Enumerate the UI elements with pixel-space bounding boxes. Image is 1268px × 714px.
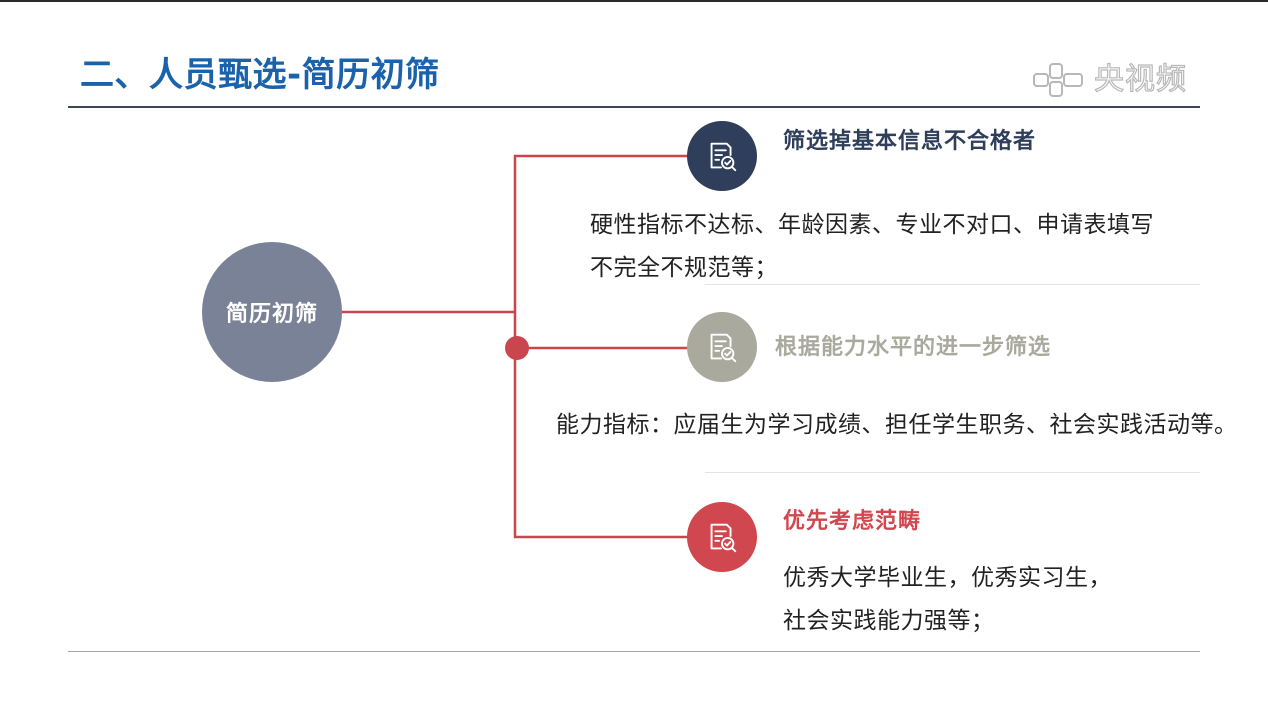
- divider-1: [705, 284, 1200, 285]
- bottom-rule: [68, 651, 1200, 652]
- watermark-logo-icon: [1033, 63, 1083, 97]
- branch-1-text-line-1: 硬性指标不达标、年龄因素、专业不对口、申请表填写: [590, 212, 1154, 238]
- branch-3-heading: 优先考虑范畴: [783, 509, 922, 534]
- watermark-logo: 央视频: [1030, 58, 1187, 102]
- top-edge-line: [0, 0, 1268, 2]
- branch-3-text-line-1: 优秀大学毕业生，优秀实习生，: [783, 565, 1112, 591]
- branch-2-heading: 根据能力水平的进一步筛选: [775, 335, 1052, 360]
- branch-1-heading: 筛选掉基本信息不合格者: [783, 129, 1037, 154]
- document-search-icon: [710, 142, 737, 172]
- branch-2-text-line-1: 能力指标：应届生为学习成绩、担任学生职务、社会实践活动等。: [556, 412, 1238, 438]
- branch-3-text-line-2: 社会实践能力强等；: [783, 608, 995, 634]
- branch-1-icon-circle: [687, 121, 757, 191]
- watermark-logo-text: 央视频: [1093, 61, 1187, 97]
- branch-3-icon-circle: [687, 502, 757, 572]
- branch-2-icon-circle: [687, 312, 757, 382]
- title-underline: [68, 106, 1200, 108]
- document-search-icon: [710, 333, 737, 363]
- document-search-icon: [710, 523, 737, 553]
- center-node-label: 简历初筛: [225, 302, 318, 327]
- slide-title: 二、人员甄选-简历初筛: [80, 55, 440, 95]
- divider-2: [705, 472, 1200, 473]
- center-node: 简历初筛: [202, 242, 342, 382]
- junction-dot: [505, 336, 529, 360]
- branch-1-text-line-2: 不完全不规范等；: [590, 255, 778, 281]
